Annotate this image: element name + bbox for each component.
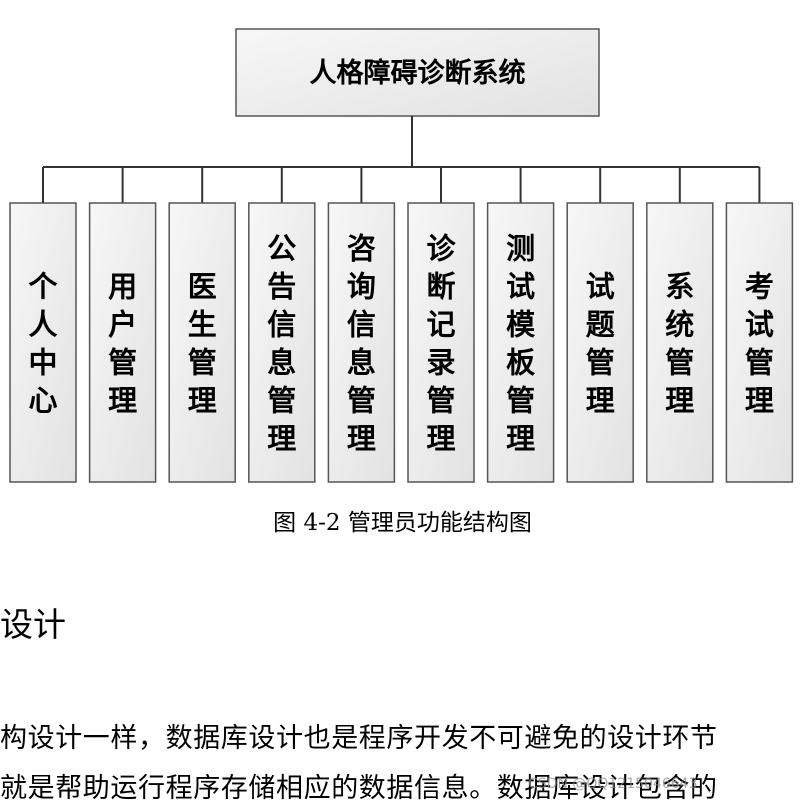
child-node: 系统管理 (646, 202, 714, 483)
child-node: 测试模板管理 (486, 202, 555, 483)
figure-caption: 图 4-2 管理员功能结构图 (273, 510, 532, 536)
child-node-box (725, 202, 794, 483)
function-structure-diagram: 人格障碍诊断系统 个人中心 用户管理 医生管理 公告信息管理 咨询信息管理 诊断记录管理 测… (9, 28, 794, 483)
child-node-box (248, 202, 316, 483)
root-node: 人格障碍诊断系统 (235, 28, 600, 117)
child-node-label: 考试管理 (745, 270, 774, 418)
child-node-box (566, 202, 634, 483)
child-node-label: 个人中心 (28, 270, 58, 418)
child-nodes: 个人中心 用户管理 医生管理 公告信息管理 咨询信息管理 诊断记录管理 测试模板管理 试题管理… (9, 202, 794, 483)
body-paragraph-line-1: 构设计一样，数据库设计也是程序开发不可避免的设计环节 (0, 723, 718, 754)
child-node-box (327, 202, 396, 483)
child-node-label: 系统管理 (665, 270, 694, 418)
child-node-label: 医生管理 (188, 270, 217, 418)
child-node-box (9, 202, 77, 483)
root-node-label: 人格障碍诊断系统 (310, 57, 526, 89)
child-node-box (88, 202, 157, 483)
watermark: CSDN @QQ1215046643 (528, 776, 698, 792)
child-node: 咨询信息管理 (327, 202, 396, 483)
child-node-box (168, 202, 236, 483)
child-node-label: 咨询信息管理 (347, 232, 376, 456)
connector-lines (42, 116, 761, 203)
child-node-label: 公告信息管理 (267, 232, 296, 456)
child-node-label: 试题管理 (586, 270, 615, 418)
child-node: 试题管理 (566, 202, 634, 483)
child-node-label: 用户管理 (108, 270, 137, 418)
child-node-box (646, 202, 714, 483)
child-node: 诊断记录管理 (407, 202, 475, 483)
child-node-label: 测试模板管理 (506, 232, 536, 456)
child-node: 用户管理 (88, 202, 157, 483)
child-node-box (407, 202, 475, 483)
child-node: 医生管理 (168, 202, 236, 483)
child-node: 考试管理 (725, 202, 794, 483)
root-node-box (235, 28, 600, 117)
section-heading: 设计 (0, 605, 66, 644)
child-node-box (486, 202, 555, 483)
child-node: 公告信息管理 (248, 202, 316, 483)
body-paragraph-line-2: 就是帮助运行程序存储相应的数据信息。数据库设计包含的 (0, 773, 718, 804)
child-node: 个人中心 (9, 202, 77, 483)
child-node-label: 诊断记录管理 (426, 232, 456, 456)
